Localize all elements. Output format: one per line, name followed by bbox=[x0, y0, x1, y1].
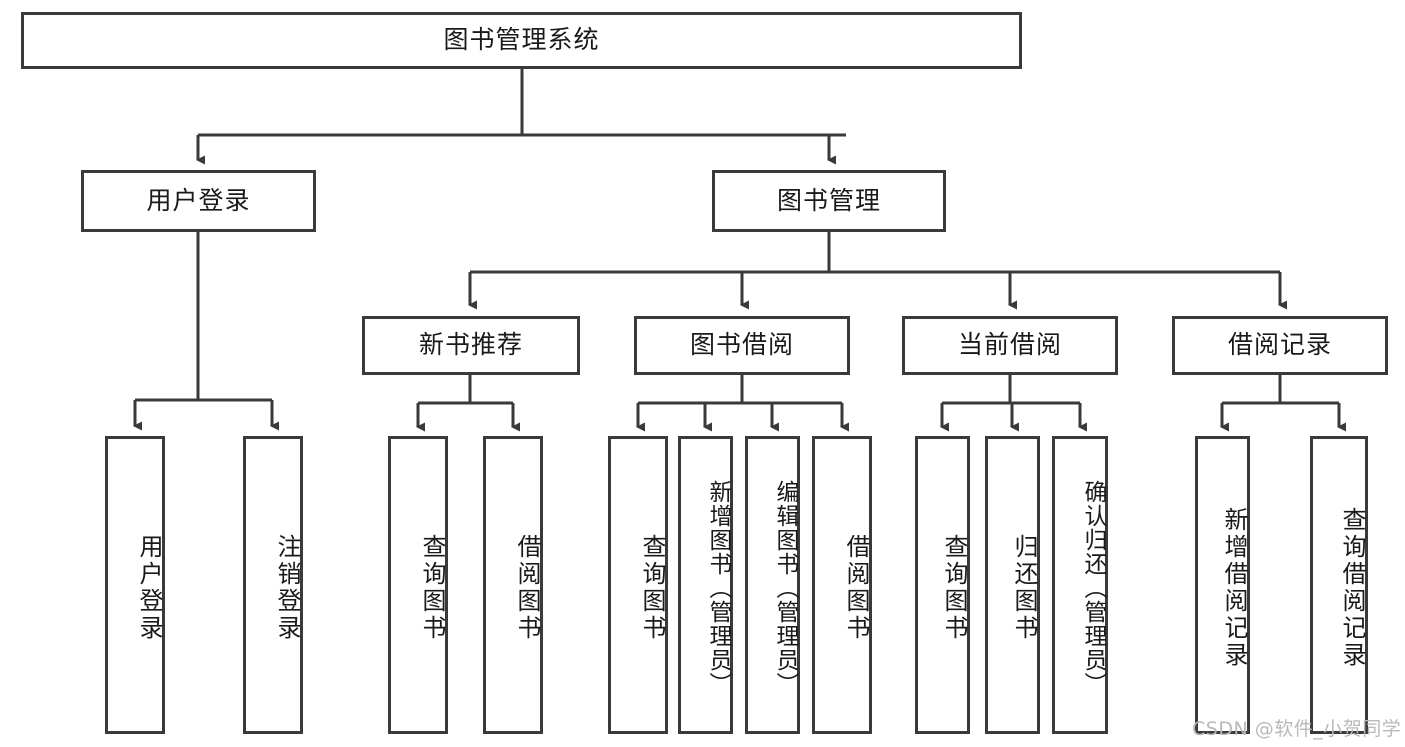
leaf-query-book-recommend[interactable]: 查询图书 bbox=[388, 436, 448, 734]
leaf-query-book-current[interactable]: 查询图书 bbox=[915, 436, 970, 734]
node-root-system[interactable]: 图书管理系统 bbox=[21, 12, 1022, 69]
node-user-login[interactable]: 用户登录 bbox=[81, 170, 316, 232]
node-book-borrow[interactable]: 图书借阅 bbox=[634, 316, 850, 375]
leaf-confirm-return-admin[interactable]: 确认归还（管理员） bbox=[1052, 436, 1108, 734]
leaf-add-book-admin[interactable]: 新增图书（管理员） bbox=[678, 436, 733, 734]
leaf-user-logout[interactable]: 注销登录 bbox=[243, 436, 303, 734]
leaf-query-book-borrow[interactable]: 查询图书 bbox=[608, 436, 668, 734]
csdn-watermark: CSDN @软件_小贺同学 bbox=[1192, 718, 1402, 740]
node-book-management[interactable]: 图书管理 bbox=[712, 170, 946, 232]
node-borrow-record[interactable]: 借阅记录 bbox=[1172, 316, 1388, 375]
leaf-add-borrow-record[interactable]: 新增借阅记录 bbox=[1195, 436, 1250, 734]
node-new-book-recommend[interactable]: 新书推荐 bbox=[362, 316, 580, 375]
leaf-query-borrow-record[interactable]: 查询借阅记录 bbox=[1310, 436, 1368, 734]
leaf-borrow-book-recommend[interactable]: 借阅图书 bbox=[483, 436, 543, 734]
leaf-borrow-book[interactable]: 借阅图书 bbox=[812, 436, 872, 734]
node-current-borrow[interactable]: 当前借阅 bbox=[902, 316, 1118, 375]
leaf-edit-book-admin[interactable]: 编辑图书（管理员） bbox=[745, 436, 800, 734]
leaf-user-login[interactable]: 用户登录 bbox=[105, 436, 165, 734]
leaf-return-book[interactable]: 归还图书 bbox=[985, 436, 1040, 734]
